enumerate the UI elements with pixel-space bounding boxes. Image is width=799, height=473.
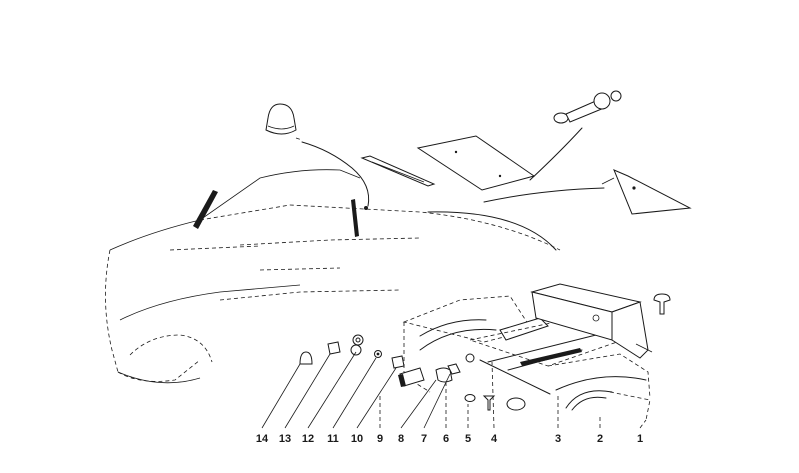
- cap-part-top: [265, 103, 297, 135]
- windshield-seal-side: [351, 199, 359, 237]
- leader-lines: [261, 351, 647, 429]
- washer-part-11: [374, 350, 382, 358]
- car-body-outline: [105, 169, 561, 384]
- callout-6: 6: [443, 433, 449, 445]
- screw-part-4: [482, 395, 496, 411]
- rear-crossmember: [530, 283, 653, 359]
- callout-5: 5: [465, 433, 471, 445]
- cable-wire-long: [427, 187, 605, 251]
- cable-wire-right: [529, 127, 583, 181]
- callout-labels: 14 13 12 11 10 9 8 7 6 5 4 3 2 1: [256, 433, 643, 445]
- clip-part-6: [447, 363, 461, 375]
- callout-7: 7: [421, 433, 427, 445]
- callout-13: 13: [279, 433, 291, 445]
- callout-2: 2: [597, 433, 603, 445]
- callout-4: 4: [491, 433, 498, 445]
- cap-part-5: [464, 394, 476, 402]
- callout-8: 8: [398, 433, 404, 445]
- washer-part-12: [350, 334, 364, 356]
- windshield-seal-front: [193, 190, 218, 229]
- callout-10: 10: [351, 433, 363, 445]
- callout-12: 12: [302, 433, 314, 445]
- jack-handle-part: [553, 90, 622, 124]
- plug-disc-part-3: [506, 397, 526, 411]
- callout-1: 1: [637, 433, 643, 445]
- trim-strip-center: [360, 155, 436, 187]
- callout-9: 9: [377, 433, 383, 445]
- grommet-part-9: [398, 367, 425, 387]
- panel-lid-top: [416, 135, 536, 191]
- callout-11: 11: [327, 433, 339, 445]
- callout-3: 3: [555, 433, 561, 445]
- push-clip-fastener: [653, 293, 671, 315]
- nut-part-13: [327, 341, 341, 355]
- triangle-panel-right: [601, 169, 692, 215]
- plug-part-14: [299, 351, 313, 365]
- callout-14: 14: [256, 433, 269, 445]
- clip-part-10: [391, 355, 405, 369]
- cable-wire-top: [295, 137, 370, 210]
- floor-pan-assembly: [402, 295, 651, 421]
- push-rivet-part-7: [465, 353, 475, 363]
